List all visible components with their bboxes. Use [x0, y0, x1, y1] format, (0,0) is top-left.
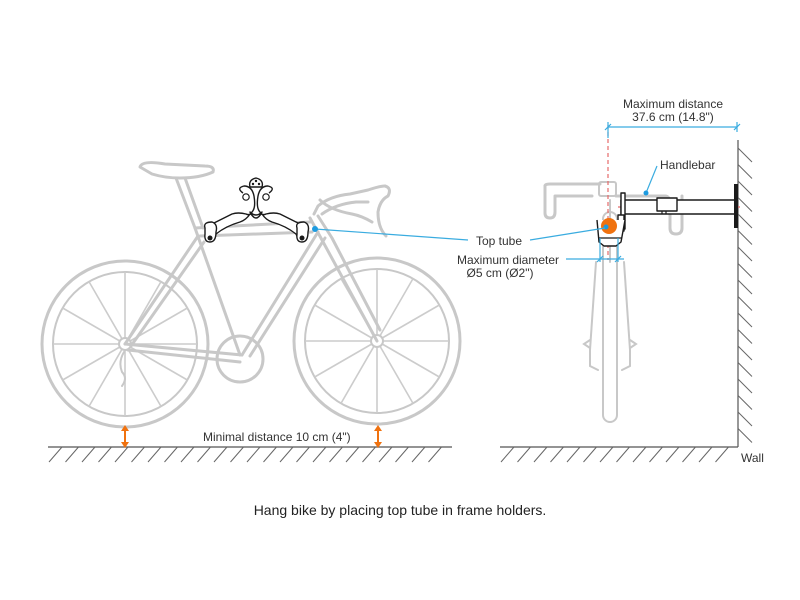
- hatch-mark: [632, 446, 647, 463]
- hatch-mark: [329, 446, 343, 463]
- hatch-mark: [65, 446, 79, 463]
- hatch-mark: [500, 446, 515, 463]
- max-diameter-value: Ø5 cm (Ø2"): [467, 266, 534, 280]
- frame-holder: [203, 177, 310, 243]
- hatch-mark: [517, 446, 531, 463]
- hatch-mark: [411, 446, 426, 463]
- wall-label: Wall: [741, 451, 764, 465]
- wheel-spoke: [379, 345, 414, 404]
- wall-bracket-arm: [617, 184, 738, 232]
- caption: Hang bike by placing top tube in frame h…: [254, 502, 547, 518]
- wheel-spoke: [381, 304, 440, 339]
- hatch-mark: [164, 446, 178, 463]
- hatch-mark: [737, 164, 753, 179]
- top-tube-cross-section: [601, 218, 617, 234]
- floor-ground: [48, 446, 452, 463]
- wheel-spoke: [314, 343, 373, 378]
- hatch-mark: [48, 446, 63, 463]
- hatch-mark: [737, 296, 753, 311]
- hatch-mark: [583, 446, 597, 463]
- hatch-mark: [312, 446, 327, 463]
- top-tube-leader-right: [529, 227, 606, 241]
- hatch-mark: [147, 446, 162, 463]
- hatch-mark: [737, 345, 753, 361]
- hatch-mark: [345, 446, 360, 463]
- hatch-mark: [737, 411, 753, 427]
- hatch-mark: [737, 428, 753, 443]
- hatch-mark: [566, 446, 581, 463]
- handlebar-label: Handlebar: [660, 158, 715, 172]
- hatch-mark: [246, 446, 261, 463]
- max-distance-dimension: [604, 122, 741, 138]
- hatch-mark: [737, 362, 753, 377]
- hatch-mark: [197, 446, 211, 463]
- top-tube-leader: [312, 226, 469, 241]
- min-distance-label: Minimal distance 10 cm (4"): [203, 430, 351, 444]
- hatch-mark: [737, 230, 753, 245]
- hatch-mark: [737, 263, 753, 278]
- front-view: Wall: [500, 97, 764, 465]
- min-distance-arrow-rear: [121, 425, 129, 448]
- hatch-mark: [180, 446, 195, 463]
- max-diameter-title: Maximum diameter: [457, 253, 559, 267]
- hatch-mark: [599, 446, 614, 463]
- hatch-mark: [378, 446, 393, 463]
- wheel-spoke: [88, 348, 123, 407]
- hatch-mark: [131, 446, 145, 463]
- bike-front-silhouette: [543, 181, 684, 423]
- hatch-mark: [263, 446, 277, 463]
- max-distance-value: 37.6 cm (14.8"): [632, 110, 714, 124]
- hatch-mark: [533, 446, 548, 463]
- hatch-mark: [737, 312, 753, 328]
- hatch-mark: [395, 446, 409, 463]
- hatch-mark: [114, 446, 129, 463]
- wheel-spoke: [62, 307, 121, 342]
- hatch-mark: [737, 180, 753, 196]
- hatch-mark: [279, 446, 294, 463]
- diameter-dimension: [566, 238, 624, 263]
- hatch-mark: [737, 147, 753, 163]
- hatch-mark: [737, 378, 753, 394]
- hatch-mark: [737, 395, 753, 410]
- hatch-mark: [213, 446, 228, 463]
- hatch-mark: [550, 446, 564, 463]
- hatch-mark: [81, 446, 96, 463]
- side-view: Minimal distance 10 cm (4"): [40, 161, 469, 463]
- floor-ground-right: [500, 446, 738, 463]
- wheel-spoke: [379, 278, 414, 337]
- wheel-spoke: [127, 348, 162, 407]
- hatch-mark: [737, 329, 753, 344]
- wheel-spoke: [62, 346, 121, 381]
- hatch-mark: [737, 279, 753, 295]
- max-distance-title: Maximum distance: [623, 97, 723, 111]
- handlebar-leader: [643, 165, 658, 196]
- wheel-spoke: [340, 345, 375, 404]
- hatch-mark: [616, 446, 630, 463]
- frame-holder-front: [596, 218, 626, 247]
- hatch-mark: [698, 446, 713, 463]
- min-distance-arrow-front: [374, 425, 382, 448]
- hatch-mark: [296, 446, 310, 463]
- hatch-mark: [428, 446, 442, 463]
- top-tube-label: Top tube: [476, 234, 522, 248]
- hatch-mark: [737, 213, 753, 229]
- hatch-mark: [737, 197, 753, 212]
- hatch-mark: [737, 246, 753, 262]
- wheel-spoke: [381, 343, 440, 378]
- hatch-mark: [230, 446, 244, 463]
- wheel-spoke: [314, 304, 373, 339]
- hatch-mark: [362, 446, 376, 463]
- wall: [737, 140, 753, 447]
- hatch-mark: [665, 446, 680, 463]
- hatch-mark: [649, 446, 663, 463]
- hatch-mark: [715, 446, 729, 463]
- wheel-spoke: [88, 281, 123, 340]
- hatch-mark: [98, 446, 112, 463]
- hatch-mark: [682, 446, 696, 463]
